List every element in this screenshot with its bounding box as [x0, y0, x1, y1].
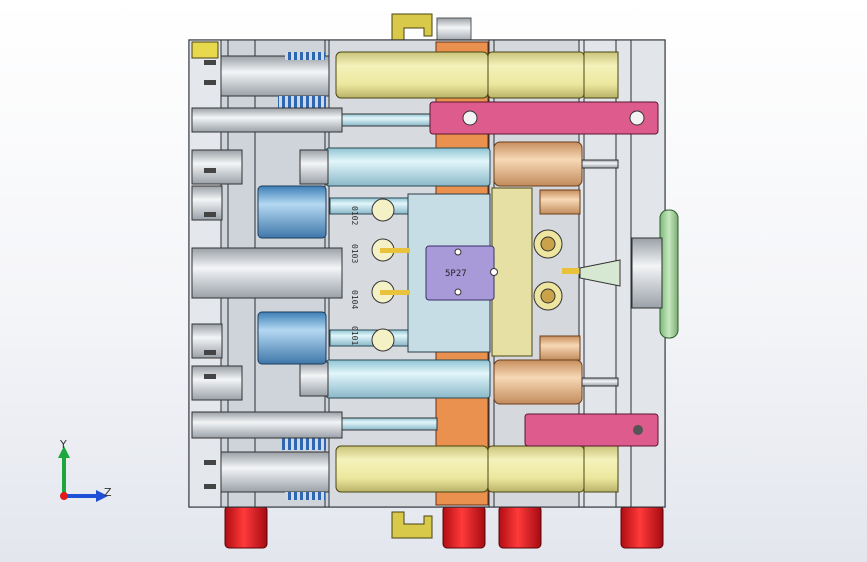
top-fitting [436, 17, 472, 43]
top-bracket [391, 13, 433, 41]
nut [371, 198, 395, 222]
shaft [329, 197, 411, 215]
y-axis-label: Y [59, 440, 67, 451]
shaft [299, 361, 329, 397]
link-bar [524, 413, 659, 447]
copper-pistons [493, 141, 619, 405]
link-bar [429, 101, 659, 135]
rod [191, 247, 343, 299]
bottom-bracket [391, 511, 433, 539]
nameplate-text: 5P27 [445, 269, 467, 279]
rod [191, 149, 243, 185]
cylinder [583, 445, 619, 493]
pink-links [429, 101, 659, 447]
blue-cylinders [257, 185, 327, 365]
engraved-label: 0104 [350, 290, 359, 309]
piston [539, 189, 581, 215]
shaft [299, 149, 329, 185]
cylinder [335, 51, 489, 99]
support-legs [224, 505, 664, 549]
sprue-bushing [579, 209, 679, 339]
rod [191, 411, 343, 439]
cylinder [487, 445, 585, 493]
cylinder [220, 55, 330, 97]
yellow-cylinders [220, 51, 619, 493]
rod [191, 107, 343, 133]
cylinder [220, 451, 330, 493]
piston [493, 141, 583, 187]
rod [341, 417, 438, 431]
engraved-labels: 0102 0103 0104 0101 [350, 206, 359, 345]
shaft [329, 329, 411, 347]
support-leg [620, 505, 664, 549]
nuts [371, 198, 602, 352]
shaft [325, 147, 491, 187]
engraved-label: 0101 [350, 326, 359, 345]
support-leg [442, 505, 486, 549]
shaft [325, 359, 491, 399]
rod [341, 113, 438, 127]
z-axis-label: Z [104, 486, 112, 499]
blue-cylinder [257, 185, 327, 239]
rod [191, 365, 243, 401]
lifting-brackets [391, 13, 472, 539]
cylinder [335, 445, 489, 493]
piston-rod [581, 159, 619, 169]
origin-icon [60, 492, 68, 500]
springs [278, 52, 326, 500]
cylinder [487, 51, 585, 99]
piston [539, 335, 581, 361]
engraved-label: 0103 [350, 244, 359, 263]
spring [285, 492, 325, 500]
green-disc [659, 209, 679, 339]
support-leg [498, 505, 542, 549]
coordinate-triad: Y Z [58, 440, 112, 502]
screws [191, 41, 219, 489]
slide-block [491, 187, 533, 357]
corner-block [191, 41, 219, 59]
blue-cylinder [257, 311, 327, 365]
spring [282, 438, 326, 450]
spring [285, 52, 325, 60]
piston [493, 359, 583, 405]
cylinder [583, 51, 619, 99]
support-leg [224, 505, 268, 549]
piston-rod [581, 377, 619, 387]
engraved-label: 0102 [350, 206, 359, 225]
center-block: 5P27 [407, 187, 533, 357]
spring [278, 96, 326, 108]
nut [371, 328, 395, 352]
